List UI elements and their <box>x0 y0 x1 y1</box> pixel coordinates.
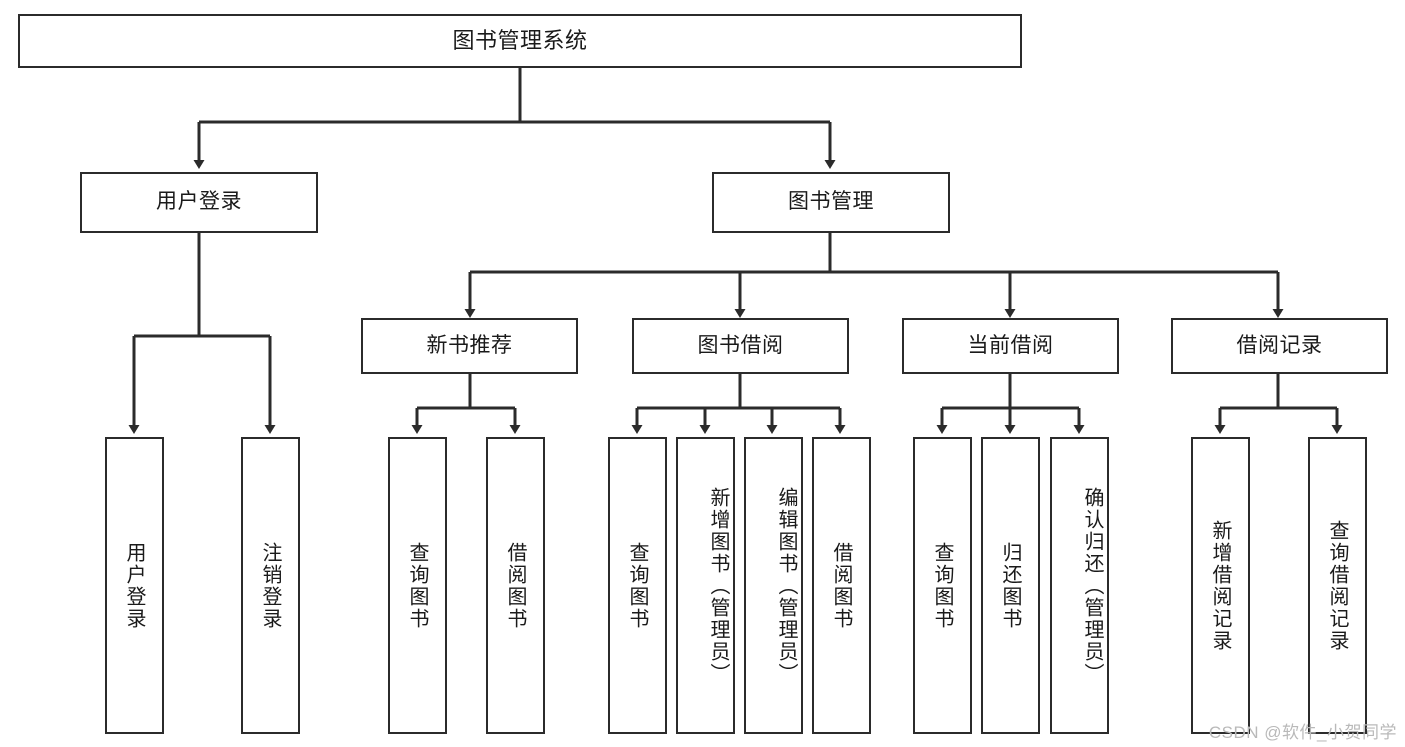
node-leaf-add-book-label: 新增图书（管理员） <box>707 486 729 685</box>
node-user-login[interactable]: 用户登录 <box>80 172 318 233</box>
node-book-manage-label: 图书管理 <box>788 190 874 214</box>
node-leaf-user-login-label: 用户登录 <box>123 541 145 630</box>
node-new-book-recommend[interactable]: 新书推荐 <box>361 318 578 374</box>
node-leaf-edit-book-label: 编辑图书（管理员） <box>775 486 797 685</box>
node-borrow-record[interactable]: 借阅记录 <box>1171 318 1388 374</box>
node-leaf-user-logout[interactable]: 注销登录 <box>241 437 300 734</box>
node-leaf-add-record[interactable]: 新增借阅记录 <box>1191 437 1250 734</box>
node-leaf-return-book-label: 归还图书 <box>999 541 1021 630</box>
node-book-borrow[interactable]: 图书借阅 <box>632 318 849 374</box>
node-root-label: 图书管理系统 <box>452 28 588 54</box>
node-borrow-record-label: 借阅记录 <box>1236 333 1323 357</box>
node-book-manage[interactable]: 图书管理 <box>712 172 950 233</box>
node-leaf-query-book-3[interactable]: 查询图书 <box>913 437 972 734</box>
node-leaf-user-login[interactable]: 用户登录 <box>105 437 164 734</box>
node-book-borrow-label: 图书借阅 <box>697 333 784 357</box>
watermark: CSDN @软件_小贺同学 <box>1208 723 1397 742</box>
node-leaf-borrow-book-2[interactable]: 借阅图书 <box>812 437 871 734</box>
node-leaf-query-record-label: 查询借阅记录 <box>1326 519 1348 652</box>
node-leaf-edit-book[interactable]: 编辑图书（管理员） <box>744 437 803 734</box>
node-leaf-return-book[interactable]: 归还图书 <box>981 437 1040 734</box>
node-leaf-borrow-book-2-label: 借阅图书 <box>830 541 852 630</box>
node-leaf-query-book-1[interactable]: 查询图书 <box>388 437 447 734</box>
node-current-borrow[interactable]: 当前借阅 <box>902 318 1119 374</box>
node-leaf-query-book-3-label: 查询图书 <box>931 541 953 630</box>
node-leaf-query-book-2-label: 查询图书 <box>626 541 648 630</box>
node-leaf-query-book-1-label: 查询图书 <box>406 541 428 630</box>
node-new-book-recommend-label: 新书推荐 <box>426 333 513 357</box>
node-current-borrow-label: 当前借阅 <box>967 333 1054 357</box>
node-leaf-confirm-return[interactable]: 确认归还（管理员） <box>1050 437 1109 734</box>
node-user-login-label: 用户登录 <box>156 190 242 214</box>
node-leaf-user-logout-label: 注销登录 <box>259 541 281 630</box>
node-root[interactable]: 图书管理系统 <box>18 14 1022 68</box>
node-leaf-borrow-book-1[interactable]: 借阅图书 <box>486 437 545 734</box>
node-leaf-query-record[interactable]: 查询借阅记录 <box>1308 437 1367 734</box>
node-leaf-add-record-label: 新增借阅记录 <box>1209 519 1231 652</box>
node-leaf-add-book[interactable]: 新增图书（管理员） <box>676 437 735 734</box>
node-leaf-query-book-2[interactable]: 查询图书 <box>608 437 667 734</box>
node-leaf-confirm-return-label: 确认归还（管理员） <box>1081 486 1103 685</box>
node-leaf-borrow-book-1-label: 借阅图书 <box>504 541 526 630</box>
